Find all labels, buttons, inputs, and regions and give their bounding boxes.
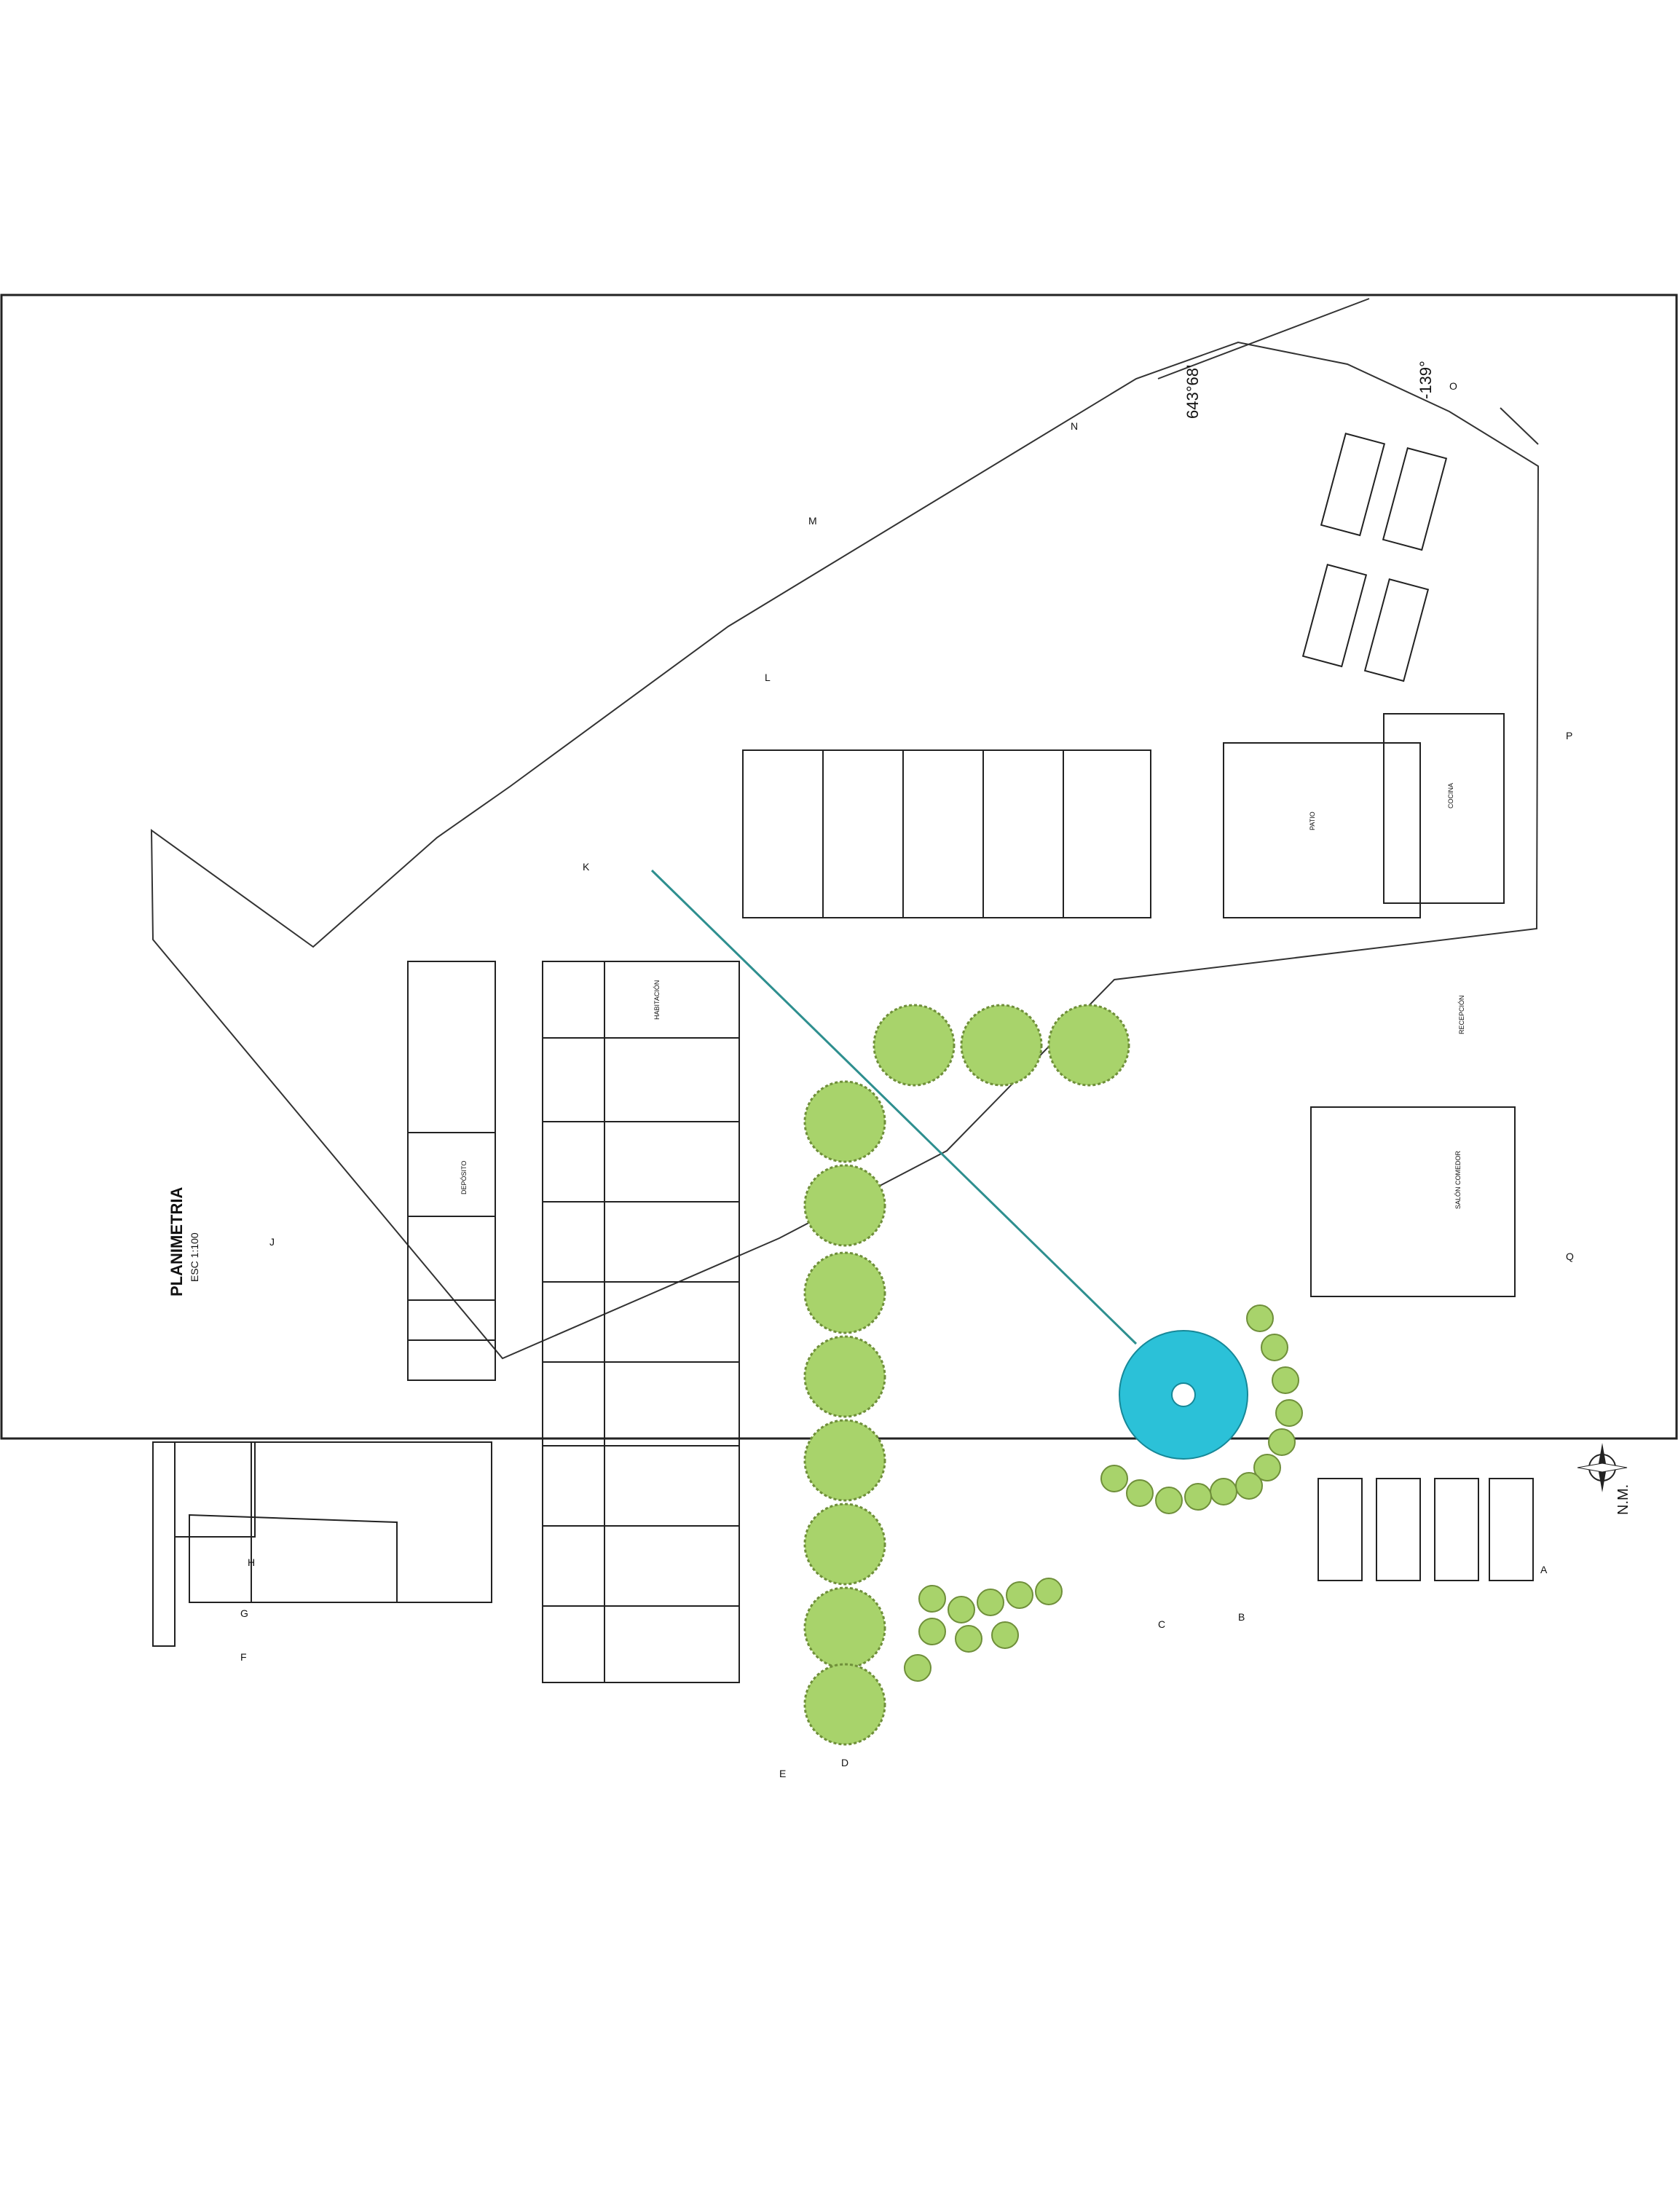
large-tree (873, 1004, 956, 1087)
small-tree (1184, 1483, 1212, 1511)
axis-label-p: P (1566, 730, 1572, 741)
large-tree (803, 1663, 886, 1746)
sheet-scale: ESC 1:100 (189, 1232, 200, 1282)
room-label-cocina: COCINA (1447, 783, 1454, 808)
axis-label-n: N (1071, 420, 1078, 432)
axis-label-f: F (240, 1651, 247, 1663)
large-tree (803, 1503, 886, 1586)
large-tree (803, 1251, 886, 1334)
room-label-deposito: DEPÓSITO (460, 1161, 468, 1194)
axis-label-m: M (808, 515, 817, 527)
upper-rooms (742, 713, 1516, 1297)
large-tree (1047, 1004, 1130, 1087)
axis-label-h: H (248, 1556, 255, 1568)
axis-label-q: Q (1566, 1251, 1574, 1262)
axis-label-d: D (841, 1757, 848, 1768)
sheet-title: PLANIMETRIA (168, 1187, 186, 1296)
small-tree (948, 1596, 975, 1623)
room-label-recepcion: RECEPCIÓN (1458, 995, 1465, 1034)
small-tree (991, 1621, 1019, 1649)
axis-label-c: C (1158, 1618, 1165, 1630)
pool-island (1171, 1382, 1196, 1407)
north-arrow-icon (1577, 1443, 1628, 1492)
tree-group (803, 1004, 1303, 1746)
parking-bottom (1317, 1478, 1534, 1581)
axis-label-a: A (1540, 1564, 1548, 1575)
angle-annotation: 643°68' (1183, 365, 1202, 419)
north-label: N.M. (1615, 1484, 1631, 1515)
small-tree (904, 1654, 931, 1682)
small-tree (1006, 1581, 1033, 1609)
axis-bubbles: A B C D E F G H J K L M N O P Q (240, 380, 1574, 1779)
large-tree (803, 1080, 886, 1163)
axis-label-k: K (583, 861, 590, 873)
bearing-annotation: -139° (1417, 361, 1435, 399)
small-tree (918, 1585, 946, 1613)
site-edge-north (1157, 298, 1370, 379)
site-boundary (150, 341, 1540, 1360)
guide-line (650, 869, 1138, 1345)
small-tree (1235, 1472, 1263, 1500)
small-tree (955, 1625, 982, 1653)
axis-label-g: G (240, 1607, 248, 1619)
small-tree (1126, 1479, 1154, 1507)
small-tree (1268, 1428, 1296, 1456)
axis-label-o: O (1449, 380, 1457, 392)
small-tree (977, 1589, 1004, 1616)
large-tree (803, 1586, 886, 1669)
left-wing (152, 961, 496, 1647)
site-edge-east (1500, 407, 1539, 445)
axis-label-l: L (765, 672, 771, 683)
small-tree (1253, 1454, 1281, 1481)
room-label-habitacion: HABITACIÓN (653, 980, 661, 1020)
small-tree (1210, 1478, 1237, 1506)
parking-top (1301, 433, 1448, 682)
small-tree (1035, 1578, 1063, 1605)
large-tree (803, 1419, 886, 1502)
axis-label-j: J (269, 1236, 275, 1248)
small-tree (1272, 1366, 1299, 1394)
axis-label-b: B (1238, 1611, 1245, 1623)
small-tree (1100, 1465, 1128, 1492)
room-rows (542, 961, 740, 1683)
room-label-patio: PATIO (1309, 811, 1316, 830)
large-tree (960, 1004, 1043, 1087)
small-tree (1261, 1334, 1288, 1361)
small-tree (1275, 1399, 1303, 1427)
small-tree (918, 1618, 946, 1645)
small-tree (1246, 1304, 1274, 1332)
large-tree (803, 1164, 886, 1247)
room-label-salon: SALÓN COMEDOR (1454, 1150, 1462, 1209)
axis-label-e: E (779, 1768, 786, 1779)
large-tree (803, 1335, 886, 1418)
small-tree (1155, 1487, 1183, 1514)
